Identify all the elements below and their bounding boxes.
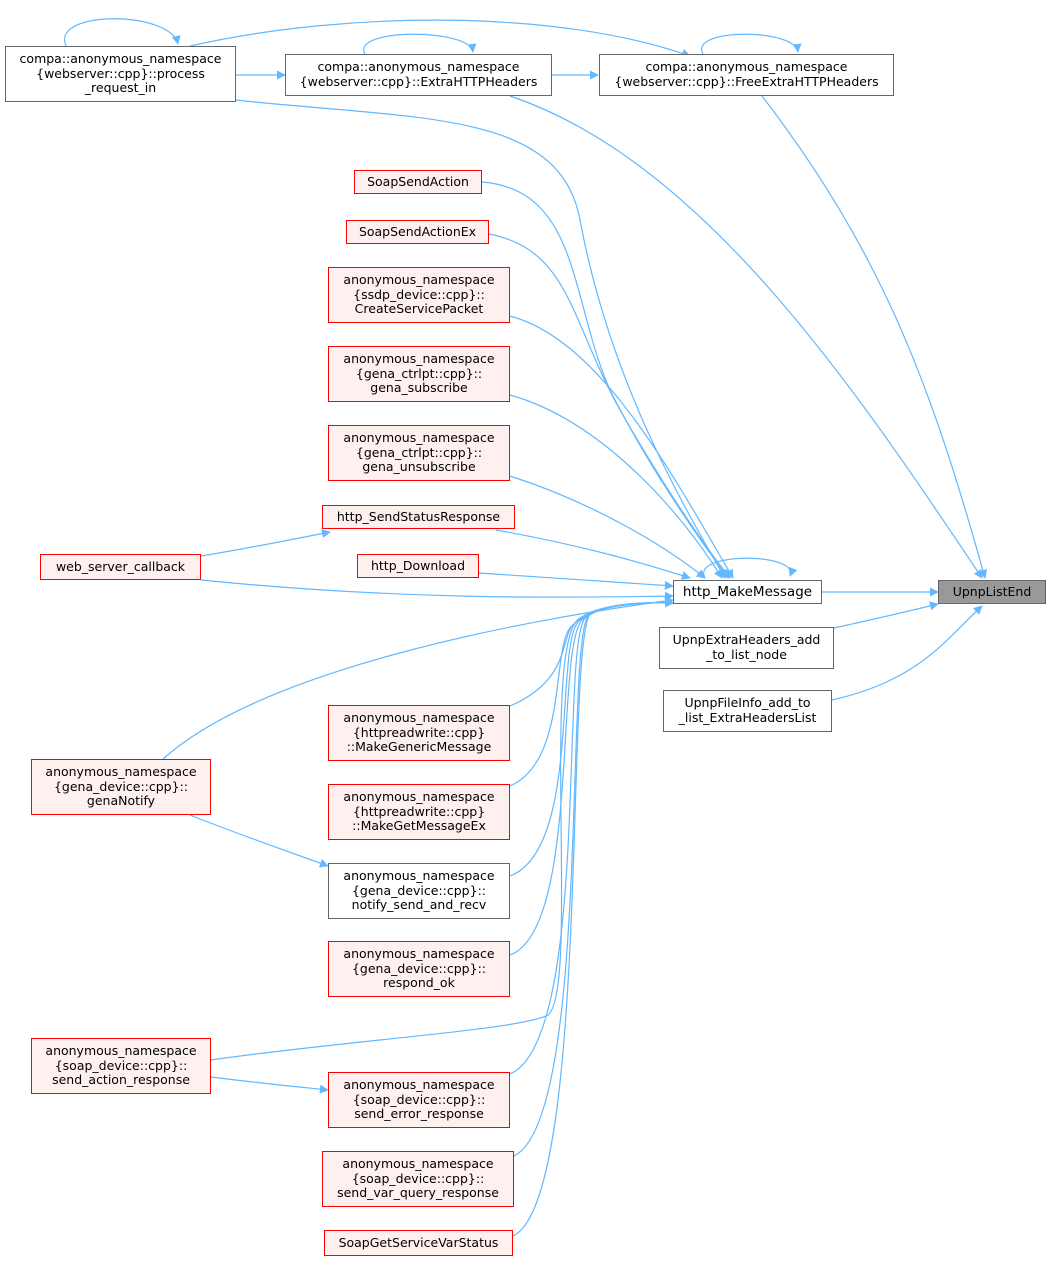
- edge-upnpextraheaders-to-upnplistend: [833, 601, 939, 629]
- edge-web_server_callback-to-http_sendstatusresponse: [200, 529, 331, 557]
- edge-http_download-to-http_makemessage: [478, 572, 674, 590]
- edge-self-http_makemessage: [703, 557, 798, 579]
- edge-soapsendactionex-to-http_makemessage: [488, 233, 731, 579]
- node-notify_send_and_recv[interactable]: anonymous_namespace {gena_device::cpp}::…: [328, 863, 510, 919]
- node-process_request_in[interactable]: compa::anonymous_namespace {webserver::c…: [5, 46, 236, 102]
- node-genanotify[interactable]: anonymous_namespace {gena_device::cpp}::…: [31, 759, 211, 815]
- edge-makegenericmessage-to-http_makemessage: [509, 598, 674, 707]
- edge-soapsendaction-to-http_makemessage: [481, 181, 729, 579]
- node-soapgetservicevarstatus[interactable]: SoapGetServiceVarStatus: [324, 1230, 513, 1256]
- edge-send_action_response-to-send_error_response: [210, 1076, 329, 1094]
- edge-self-freeextrahttpheaders: [701, 33, 802, 55]
- edge-web_server_callback-to-http_makemessage: [200, 579, 674, 601]
- edge-soapgetservicevarstatus-to-http_makemessage: [512, 598, 674, 1237]
- node-freeextrahttpheaders[interactable]: compa::anonymous_namespace {webserver::c…: [599, 54, 894, 96]
- edge-freeextrahttpheaders-to-upnplistend: [761, 95, 988, 579]
- node-upnplistend: UpnpListEnd: [938, 580, 1046, 604]
- node-gena_subscribe[interactable]: anonymous_namespace {gena_ctrlpt::cpp}::…: [328, 346, 510, 402]
- edge-gena_unsubscribe-to-http_makemessage: [509, 475, 706, 579]
- edge-genanotify-to-notify_send_and_recv: [189, 814, 329, 868]
- node-extrahttpheaders[interactable]: compa::anonymous_namespace {webserver::c…: [285, 54, 552, 96]
- node-upnpfileinfo_add_to_list_extraheaderslist[interactable]: UpnpFileInfo_add_to _list_ExtraHeadersLi…: [663, 690, 832, 732]
- node-gena_unsubscribe[interactable]: anonymous_namespace {gena_ctrlpt::cpp}::…: [328, 425, 510, 481]
- edge-self-extrahttpheaders: [363, 33, 477, 55]
- edge-extrahttpheaders-to-upnplistend: [509, 95, 983, 579]
- node-soapsendactionex[interactable]: SoapSendActionEx: [346, 220, 489, 244]
- edge-gena_subscribe-to-http_makemessage: [509, 394, 723, 579]
- node-web_server_callback[interactable]: web_server_callback: [40, 554, 201, 580]
- node-http_download[interactable]: http_Download: [357, 554, 479, 578]
- edge-send_error_response-to-http_makemessage: [509, 598, 674, 1075]
- edge-respond_ok-to-http_makemessage: [509, 598, 674, 956]
- node-send_var_query_response[interactable]: anonymous_namespace {soap_device::cpp}::…: [322, 1151, 514, 1207]
- node-makegenericmessage[interactable]: anonymous_namespace {httpreadwrite::cpp}…: [328, 705, 510, 761]
- edge-send_var_query_response-to-http_makemessage: [513, 598, 674, 1157]
- node-send_error_response[interactable]: anonymous_namespace {soap_device::cpp}::…: [328, 1072, 510, 1128]
- node-makegetmessageex[interactable]: anonymous_namespace {httpreadwrite::cpp}…: [328, 784, 510, 840]
- edge-notify_send_and_recv-to-http_makemessage: [509, 598, 674, 877]
- edge-self-process_request_in: [63, 18, 181, 47]
- node-send_action_response[interactable]: anonymous_namespace {soap_device::cpp}::…: [31, 1038, 211, 1094]
- edge-process_request_in-to-freeextrahttpheaders: [189, 19, 691, 58]
- node-soapsendaction[interactable]: SoapSendAction: [354, 170, 482, 194]
- node-http_makemessage[interactable]: http_MakeMessage: [673, 580, 822, 604]
- node-http_sendstatusresponse[interactable]: http_SendStatusResponse: [322, 505, 515, 529]
- node-createservicepacket[interactable]: anonymous_namespace {ssdp_device::cpp}::…: [328, 267, 510, 323]
- edge-process_request_in-to-http_makemessage: [235, 99, 726, 579]
- edge-upnpfileinfo-to-upnplistend: [831, 605, 983, 701]
- edge-genanotify-to-http_makemessage: [161, 596, 674, 761]
- edge-makegetmessageex-to-http_makemessage: [509, 598, 674, 787]
- node-upnpextraheaders_add_to_list_node[interactable]: UpnpExtraHeaders_add _to_list_node: [659, 627, 834, 669]
- edge-http_sendstatusresponse-to-http_makemessage: [495, 529, 691, 580]
- node-respond_ok[interactable]: anonymous_namespace {gena_device::cpp}::…: [328, 941, 510, 997]
- edge-createservicepacket-to-http_makemessage: [509, 315, 734, 579]
